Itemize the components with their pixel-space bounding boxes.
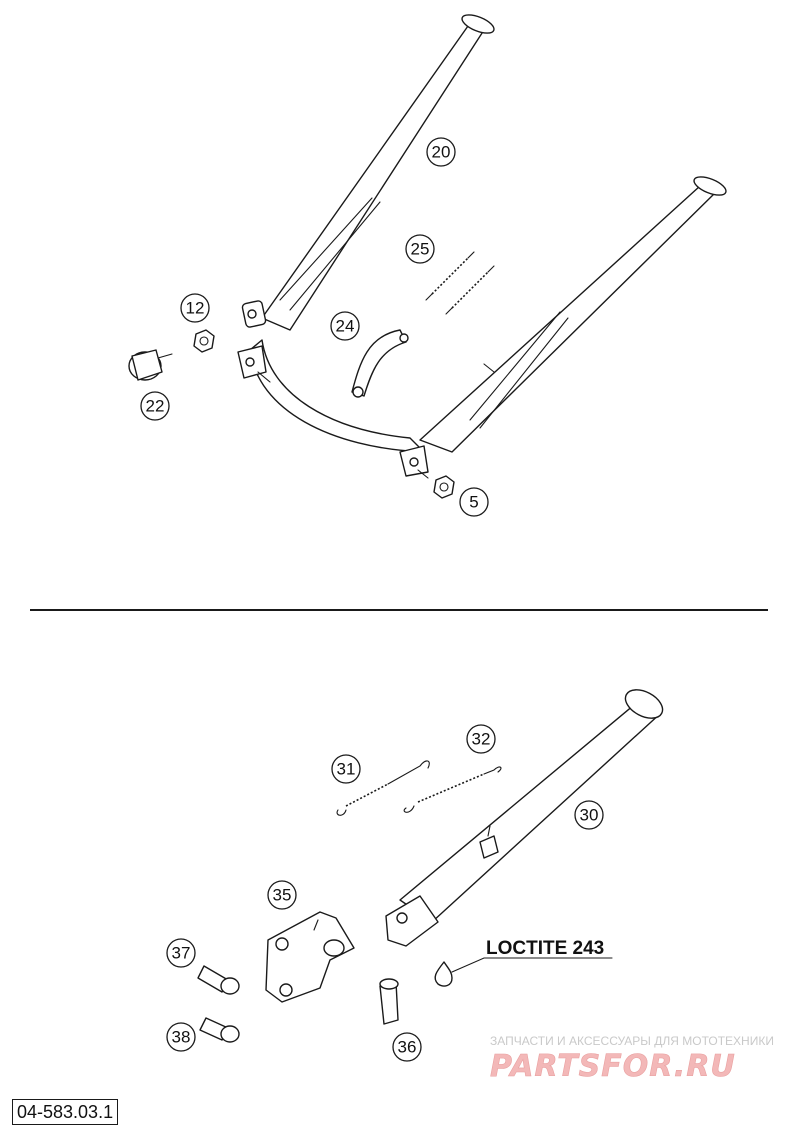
- nut-5: [433, 475, 455, 499]
- callout-38: 38: [166, 1022, 196, 1052]
- loctite-drop-icon: [434, 957, 613, 987]
- callout-5: 5: [459, 487, 489, 517]
- svg-text:24: 24: [336, 317, 355, 336]
- callout-35: 35: [267, 880, 297, 910]
- callout-12: 12: [180, 293, 210, 323]
- loctite-label: LOCTITE 243: [486, 938, 604, 959]
- spring-bracket: [351, 329, 409, 398]
- callout-31: 31: [331, 754, 361, 784]
- callout-32: 32: [466, 724, 496, 754]
- svg-text:25: 25: [411, 240, 430, 259]
- svg-text:35: 35: [273, 886, 292, 905]
- callout-36: 36: [392, 1032, 422, 1062]
- side-stand-bracket: [265, 911, 355, 1003]
- stand-springs: [425, 251, 495, 315]
- bolt-38: [199, 1017, 240, 1043]
- side-stand-springs: [336, 760, 502, 816]
- svg-text:32: 32: [472, 730, 491, 749]
- watermark-logo: PARTSFOR.RU: [490, 1049, 736, 1084]
- svg-text:36: 36: [398, 1038, 417, 1057]
- bolt-37: [197, 965, 240, 995]
- side-stand: [385, 689, 664, 947]
- svg-text:20: 20: [432, 143, 451, 162]
- svg-text:31: 31: [337, 760, 356, 779]
- svg-text:38: 38: [172, 1028, 191, 1047]
- rubber-stop-22: [128, 349, 173, 381]
- svg-text:12: 12: [186, 299, 205, 318]
- svg-text:37: 37: [172, 944, 191, 963]
- watermark: ЗАПЧАСТИ И АКСЕССУАРЫ ДЛЯ МОТОТЕХНИКИ PA…: [490, 1034, 774, 1084]
- watermark-tagline: ЗАПЧАСТИ И АКСЕССУАРЫ ДЛЯ МОТОТЕХНИКИ: [490, 1034, 774, 1048]
- svg-text:30: 30: [580, 806, 599, 825]
- svg-text:5: 5: [469, 493, 478, 512]
- callout-24: 24: [330, 311, 360, 341]
- nut-12: [193, 329, 215, 353]
- callout-37: 37: [166, 938, 196, 968]
- callout-22: 22: [140, 391, 170, 421]
- drawing-code: 04-583.03.1: [12, 1099, 119, 1125]
- callout-25: 25: [405, 234, 435, 264]
- svg-text:22: 22: [146, 397, 165, 416]
- callout-20: 20: [426, 137, 456, 167]
- center-stand: [237, 14, 727, 479]
- callout-30: 30: [574, 800, 604, 830]
- pin-36: [379, 978, 399, 1025]
